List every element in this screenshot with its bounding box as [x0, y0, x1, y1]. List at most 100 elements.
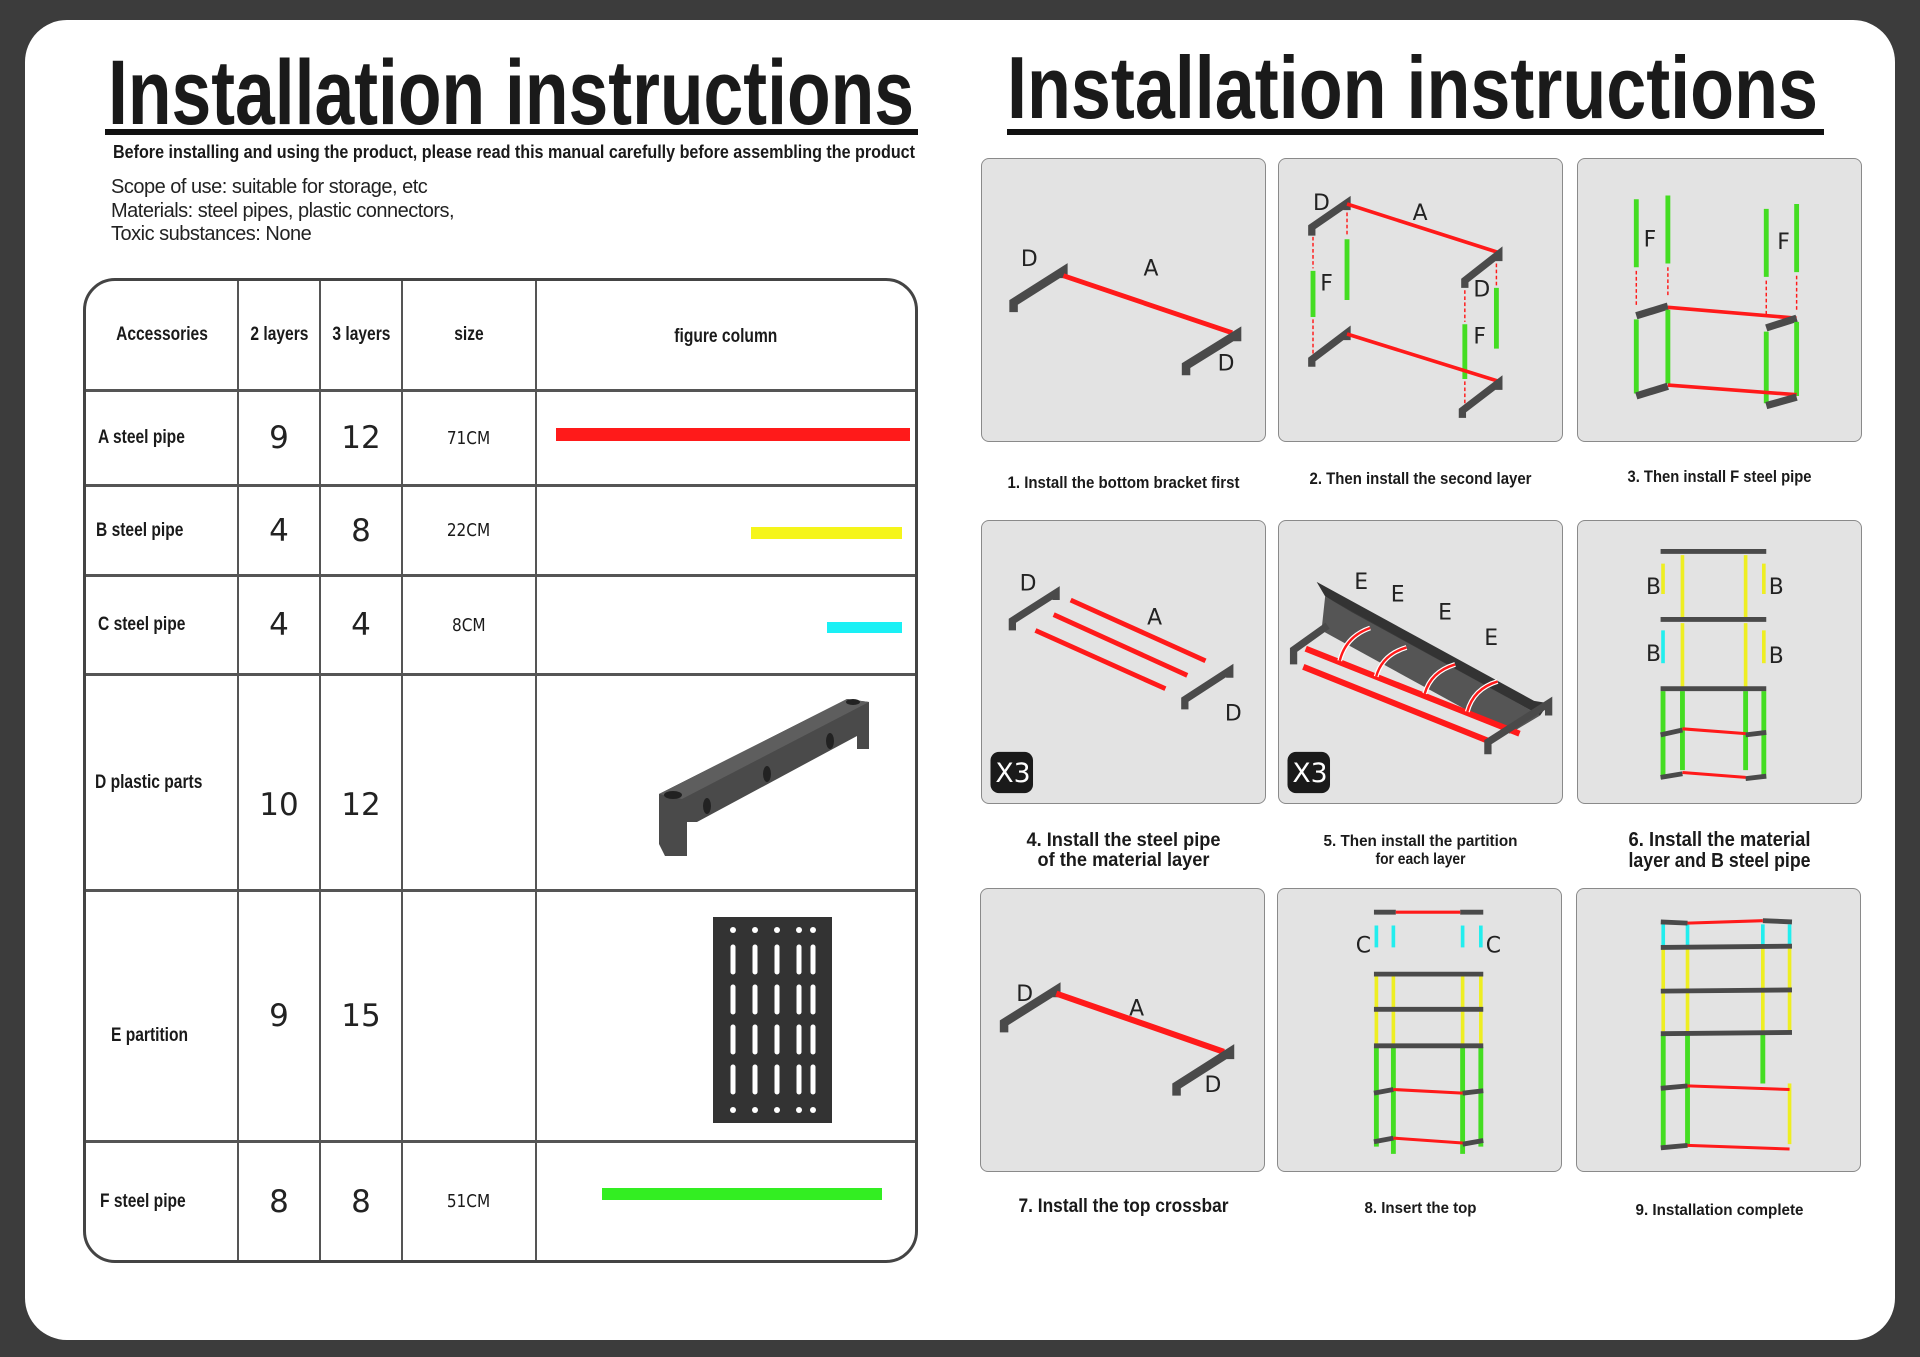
step-6-panel: B B B B — [1577, 520, 1862, 804]
label-d: D — [1225, 701, 1242, 726]
header-2-layers: 2 layers — [249, 324, 309, 345]
qty-3-layers: 12 — [321, 676, 403, 892]
step-2-caption-text: 2. Then install the second layer — [1310, 469, 1532, 488]
qty-2-layers: 8 — [239, 1143, 321, 1260]
label-a: A — [1413, 201, 1428, 226]
label-d: D — [1016, 982, 1033, 1007]
subtitle-wrap: Before installing and using the product,… — [113, 142, 915, 162]
label-a: A — [1147, 605, 1162, 630]
label-d: D — [1473, 277, 1490, 302]
d-plastic-part-figure — [659, 699, 869, 856]
step-6-caption-line-2: layer and B steel pipe — [1629, 850, 1811, 872]
label-e: E — [1484, 626, 1498, 651]
accessory-name: E partition — [111, 1025, 189, 1046]
size-empty — [403, 676, 537, 892]
label-d: D — [1218, 351, 1235, 376]
step-5-illustration: E E E E X3 — [1287, 570, 1553, 794]
label-f: F — [1777, 230, 1790, 255]
label-a: A — [1129, 996, 1144, 1021]
size: 8CM — [452, 614, 486, 636]
step-4-caption-line-2: of the material layer — [1038, 850, 1211, 871]
label-b: B — [1769, 644, 1784, 669]
qty-3-layers: 4 — [321, 577, 403, 676]
label-e: E — [1438, 600, 1452, 625]
step-4-panel: D A D X3 — [981, 520, 1266, 804]
step-7-illustration: D A D — [999, 982, 1235, 1098]
x3-badge: X3 — [990, 751, 1034, 794]
left-title-wrap: Installation instructions — [108, 48, 914, 138]
qty-3-layers: 12 — [321, 392, 403, 487]
x3-badge-text: X3 — [995, 758, 1030, 789]
header-size: size — [454, 324, 484, 345]
step-5-caption-line-2: for each layer — [1376, 851, 1466, 868]
accessory-name: D plastic parts — [95, 771, 203, 793]
label-d: D — [1313, 191, 1330, 216]
right-title-wrap: Installation instructions — [1007, 46, 1818, 130]
label-c: C — [1486, 933, 1501, 958]
step-5-caption-line-1: 5. Then install the partition — [1324, 833, 1518, 850]
header-accessories: Accessories — [115, 324, 208, 345]
qty-2-layers: 4 — [239, 487, 321, 577]
step-5-panel: E E E E X3 — [1278, 520, 1563, 804]
label-d: D — [1020, 571, 1037, 596]
label-e: E — [1354, 570, 1368, 595]
qty-3-layers: 8 — [321, 487, 403, 577]
step-8-caption-text: 8. Insert the top — [1365, 1200, 1477, 1217]
label-f: F — [1320, 271, 1333, 296]
step-4-caption-line-1: 4. Install the steel pipe — [1027, 830, 1221, 851]
subtitle: Before installing and using the product,… — [113, 142, 915, 162]
table-row: B steel pipe 4 8 22CM — [86, 487, 915, 577]
label-e: E — [1391, 582, 1405, 607]
table-row: C steel pipe 4 4 8CM — [86, 577, 915, 676]
materials-line: Materials: steel pipes, plastic connecto… — [111, 199, 455, 222]
label-b: B — [1769, 575, 1784, 600]
step-2-caption: 2. Then install the second layer — [1310, 469, 1532, 488]
c-pipe-figure — [827, 622, 902, 633]
step-6-illustration: B B B B — [1646, 549, 1784, 782]
label-d: D — [1204, 1073, 1221, 1098]
step-5-caption: 5. Then install the partition for each l… — [1324, 833, 1518, 868]
step-9-caption-text: 9. Installation complete — [1636, 1202, 1804, 1219]
step-2-illustration: D A D F F — [1308, 191, 1503, 418]
x3-badge: X3 — [1287, 751, 1331, 794]
qty-2-layers: 9 — [239, 892, 321, 1143]
label-c: C — [1356, 933, 1371, 958]
step-2-panel: D A D F F — [1278, 158, 1563, 442]
scope-text: Scope of use: suitable for storage, etc … — [111, 176, 455, 247]
accessory-name: F steel pipe — [100, 1190, 186, 1212]
qty-3-layers: 8 — [321, 1143, 403, 1260]
step-1-caption: 1. Install the bottom bracket first — [1008, 473, 1240, 492]
table-row: A steel pipe 9 12 71CM — [86, 392, 915, 487]
right-title-underline — [1007, 129, 1824, 135]
step-9-caption: 9. Installation complete — [1636, 1202, 1804, 1219]
step-3-caption-text: 3. Then install F steel pipe — [1628, 467, 1812, 486]
step-3-caption: 3. Then install F steel pipe — [1628, 467, 1812, 486]
step-1-panel: D A D — [981, 158, 1266, 442]
step-7-panel: D A D — [980, 888, 1265, 1172]
accessory-name: A steel pipe — [98, 427, 185, 448]
label-a: A — [1144, 257, 1159, 282]
accessory-name: C steel pipe — [98, 614, 186, 635]
f-pipe-figure — [602, 1188, 882, 1200]
table-row: D plastic parts 10 12 — [86, 676, 915, 892]
accessory-name: B steel pipe — [96, 519, 184, 541]
header-3-layers: 3 layers — [331, 324, 391, 345]
size: 22CM — [447, 520, 491, 541]
step-9-illustration — [1660, 918, 1793, 1151]
qty-2-layers: 9 — [239, 392, 321, 487]
label-b: B — [1646, 642, 1661, 667]
label-d: D — [1021, 247, 1038, 272]
a-pipe-figure — [556, 428, 910, 441]
qty-2-layers: 10 — [239, 676, 321, 892]
step-6-caption: 6. Install the material layer and B stee… — [1629, 829, 1811, 872]
e-partition-figure — [713, 917, 832, 1123]
step-3-illustration: F F — [1633, 195, 1800, 410]
step-6-caption-line-1: 6. Install the material — [1629, 829, 1811, 851]
table-row: E partition 9 15 — [86, 892, 915, 1143]
qty-2-layers: 4 — [239, 577, 321, 676]
label-f: F — [1644, 228, 1657, 253]
step-8-illustration: C C — [1356, 909, 1501, 1154]
step-8-caption: 8. Insert the top — [1365, 1200, 1477, 1217]
scope-line: Scope of use: suitable for storage, etc — [111, 176, 428, 198]
size: 71CM — [447, 427, 491, 449]
